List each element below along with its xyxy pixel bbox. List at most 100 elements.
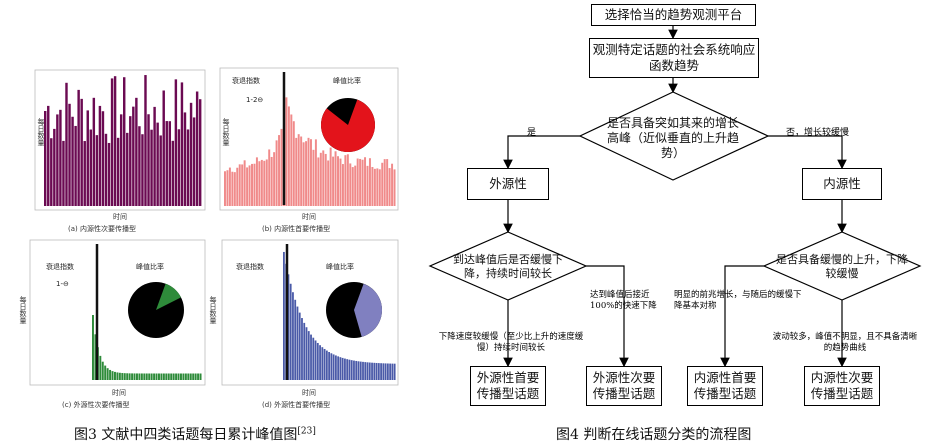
bar-c <box>133 373 136 380</box>
bar-a <box>147 114 150 206</box>
bar-a <box>186 129 190 206</box>
panel-b-bars <box>224 88 396 206</box>
bar-a <box>116 137 120 206</box>
bar-b <box>263 160 266 206</box>
bar-d <box>332 354 335 380</box>
bar-d <box>283 251 285 380</box>
bar-c <box>92 315 94 380</box>
bar-b <box>290 114 293 206</box>
bar-c <box>138 373 141 380</box>
bar-c <box>197 373 200 380</box>
edge-label-no: 否，增长较缓慢 <box>786 128 850 138</box>
bar-d <box>348 359 351 380</box>
panel-a-xlabel: 时间 <box>113 213 127 221</box>
bar-c <box>165 373 168 380</box>
bar-a <box>165 121 168 206</box>
bar-b <box>317 157 320 206</box>
panel-b-peak-label: 峰值比率 <box>333 77 361 85</box>
bar-b <box>337 156 339 206</box>
panel-c-caption: (c) 外源性次要传播型 <box>62 401 130 409</box>
bar-d <box>386 363 389 380</box>
bar-c <box>143 373 146 380</box>
panel-c-decay-label: 衰退指数 <box>46 263 74 271</box>
bar-c <box>175 373 178 380</box>
bar-b <box>255 157 258 206</box>
bar-d <box>375 362 378 380</box>
bar-a <box>171 140 175 206</box>
bar-a <box>192 117 196 206</box>
bar-b <box>332 156 335 206</box>
bar-c <box>131 373 134 380</box>
bar-a <box>189 102 193 206</box>
bar-b <box>329 147 332 206</box>
bar-d <box>344 358 346 380</box>
bar-a <box>59 109 62 206</box>
pie-b-slice <box>321 99 375 152</box>
bar-d <box>303 322 306 380</box>
bar-d <box>321 347 324 380</box>
bar-a <box>135 97 138 206</box>
bar-c <box>136 373 138 380</box>
bar-b <box>231 171 234 206</box>
panel-a-bars <box>44 75 202 206</box>
bar-b <box>295 137 298 206</box>
bar-d <box>373 362 376 380</box>
bar-c <box>109 369 112 380</box>
bar-b <box>246 167 249 206</box>
bar-d <box>301 318 303 380</box>
panel-b-ylabel: 每日数量 <box>222 118 230 146</box>
bar-a <box>123 77 126 206</box>
bar-d <box>384 363 387 380</box>
edge-label-symmetric: 明显的前兆增长，与随后的缓慢下降基本对称 <box>674 290 802 311</box>
bar-b <box>241 164 244 206</box>
bar-c <box>155 373 158 380</box>
bar-b <box>386 159 389 206</box>
bar-b <box>366 165 369 206</box>
panel-a-caption: (a) 内源性次要传播型 <box>68 225 136 233</box>
panel-b-caption: (b) 内源性首要传播型 <box>262 225 331 233</box>
bar-a <box>129 116 132 206</box>
bar-c <box>114 371 116 380</box>
bar-a <box>68 103 71 206</box>
bar-b <box>273 152 276 206</box>
panel-d-peak-label: 峰值比率 <box>326 263 354 271</box>
panel-b-pie <box>321 98 375 152</box>
panel-c-decay-value: 1-⊖ <box>56 280 69 288</box>
panel-d-caption: (d) 外源性首要传播型 <box>262 401 331 409</box>
bar-a <box>95 135 99 206</box>
panel-d-bars <box>283 251 396 380</box>
node-q1: 是否具备突如其来的增长高峰（近似垂直的上升趋势） <box>607 115 740 160</box>
bar-b <box>275 140 278 206</box>
bar-c <box>189 373 192 380</box>
bar-d <box>346 359 349 380</box>
node-endo: 内源性 <box>802 168 882 200</box>
edge-q1-exo <box>503 135 580 170</box>
bar-a <box>168 121 172 206</box>
node-r2: 外源性次要传播型话题 <box>586 366 662 406</box>
bar-c <box>104 365 107 380</box>
bar-c <box>158 373 160 380</box>
bar-d <box>334 355 337 380</box>
bar-c <box>167 373 170 380</box>
bar-b <box>270 156 273 206</box>
bar-b <box>305 141 308 206</box>
bar-b <box>364 157 367 206</box>
bar-a <box>53 128 56 206</box>
bar-d <box>307 331 310 380</box>
bar-b <box>236 167 239 206</box>
bar-d <box>391 363 394 380</box>
bar-a <box>83 141 86 206</box>
bar-b <box>310 139 312 206</box>
bar-c <box>106 368 109 380</box>
bar-d <box>382 363 385 380</box>
bar-a <box>126 132 129 206</box>
bar-a <box>198 99 202 206</box>
panel-c-xlabel: 时间 <box>112 389 126 397</box>
bar-b <box>378 169 381 206</box>
node-r3: 内源性首要传播型话题 <box>687 366 763 406</box>
bar-a <box>110 78 114 206</box>
bar-c <box>160 373 163 380</box>
bar-d <box>292 292 294 380</box>
bar-c <box>140 373 143 380</box>
bar-d <box>330 353 333 380</box>
